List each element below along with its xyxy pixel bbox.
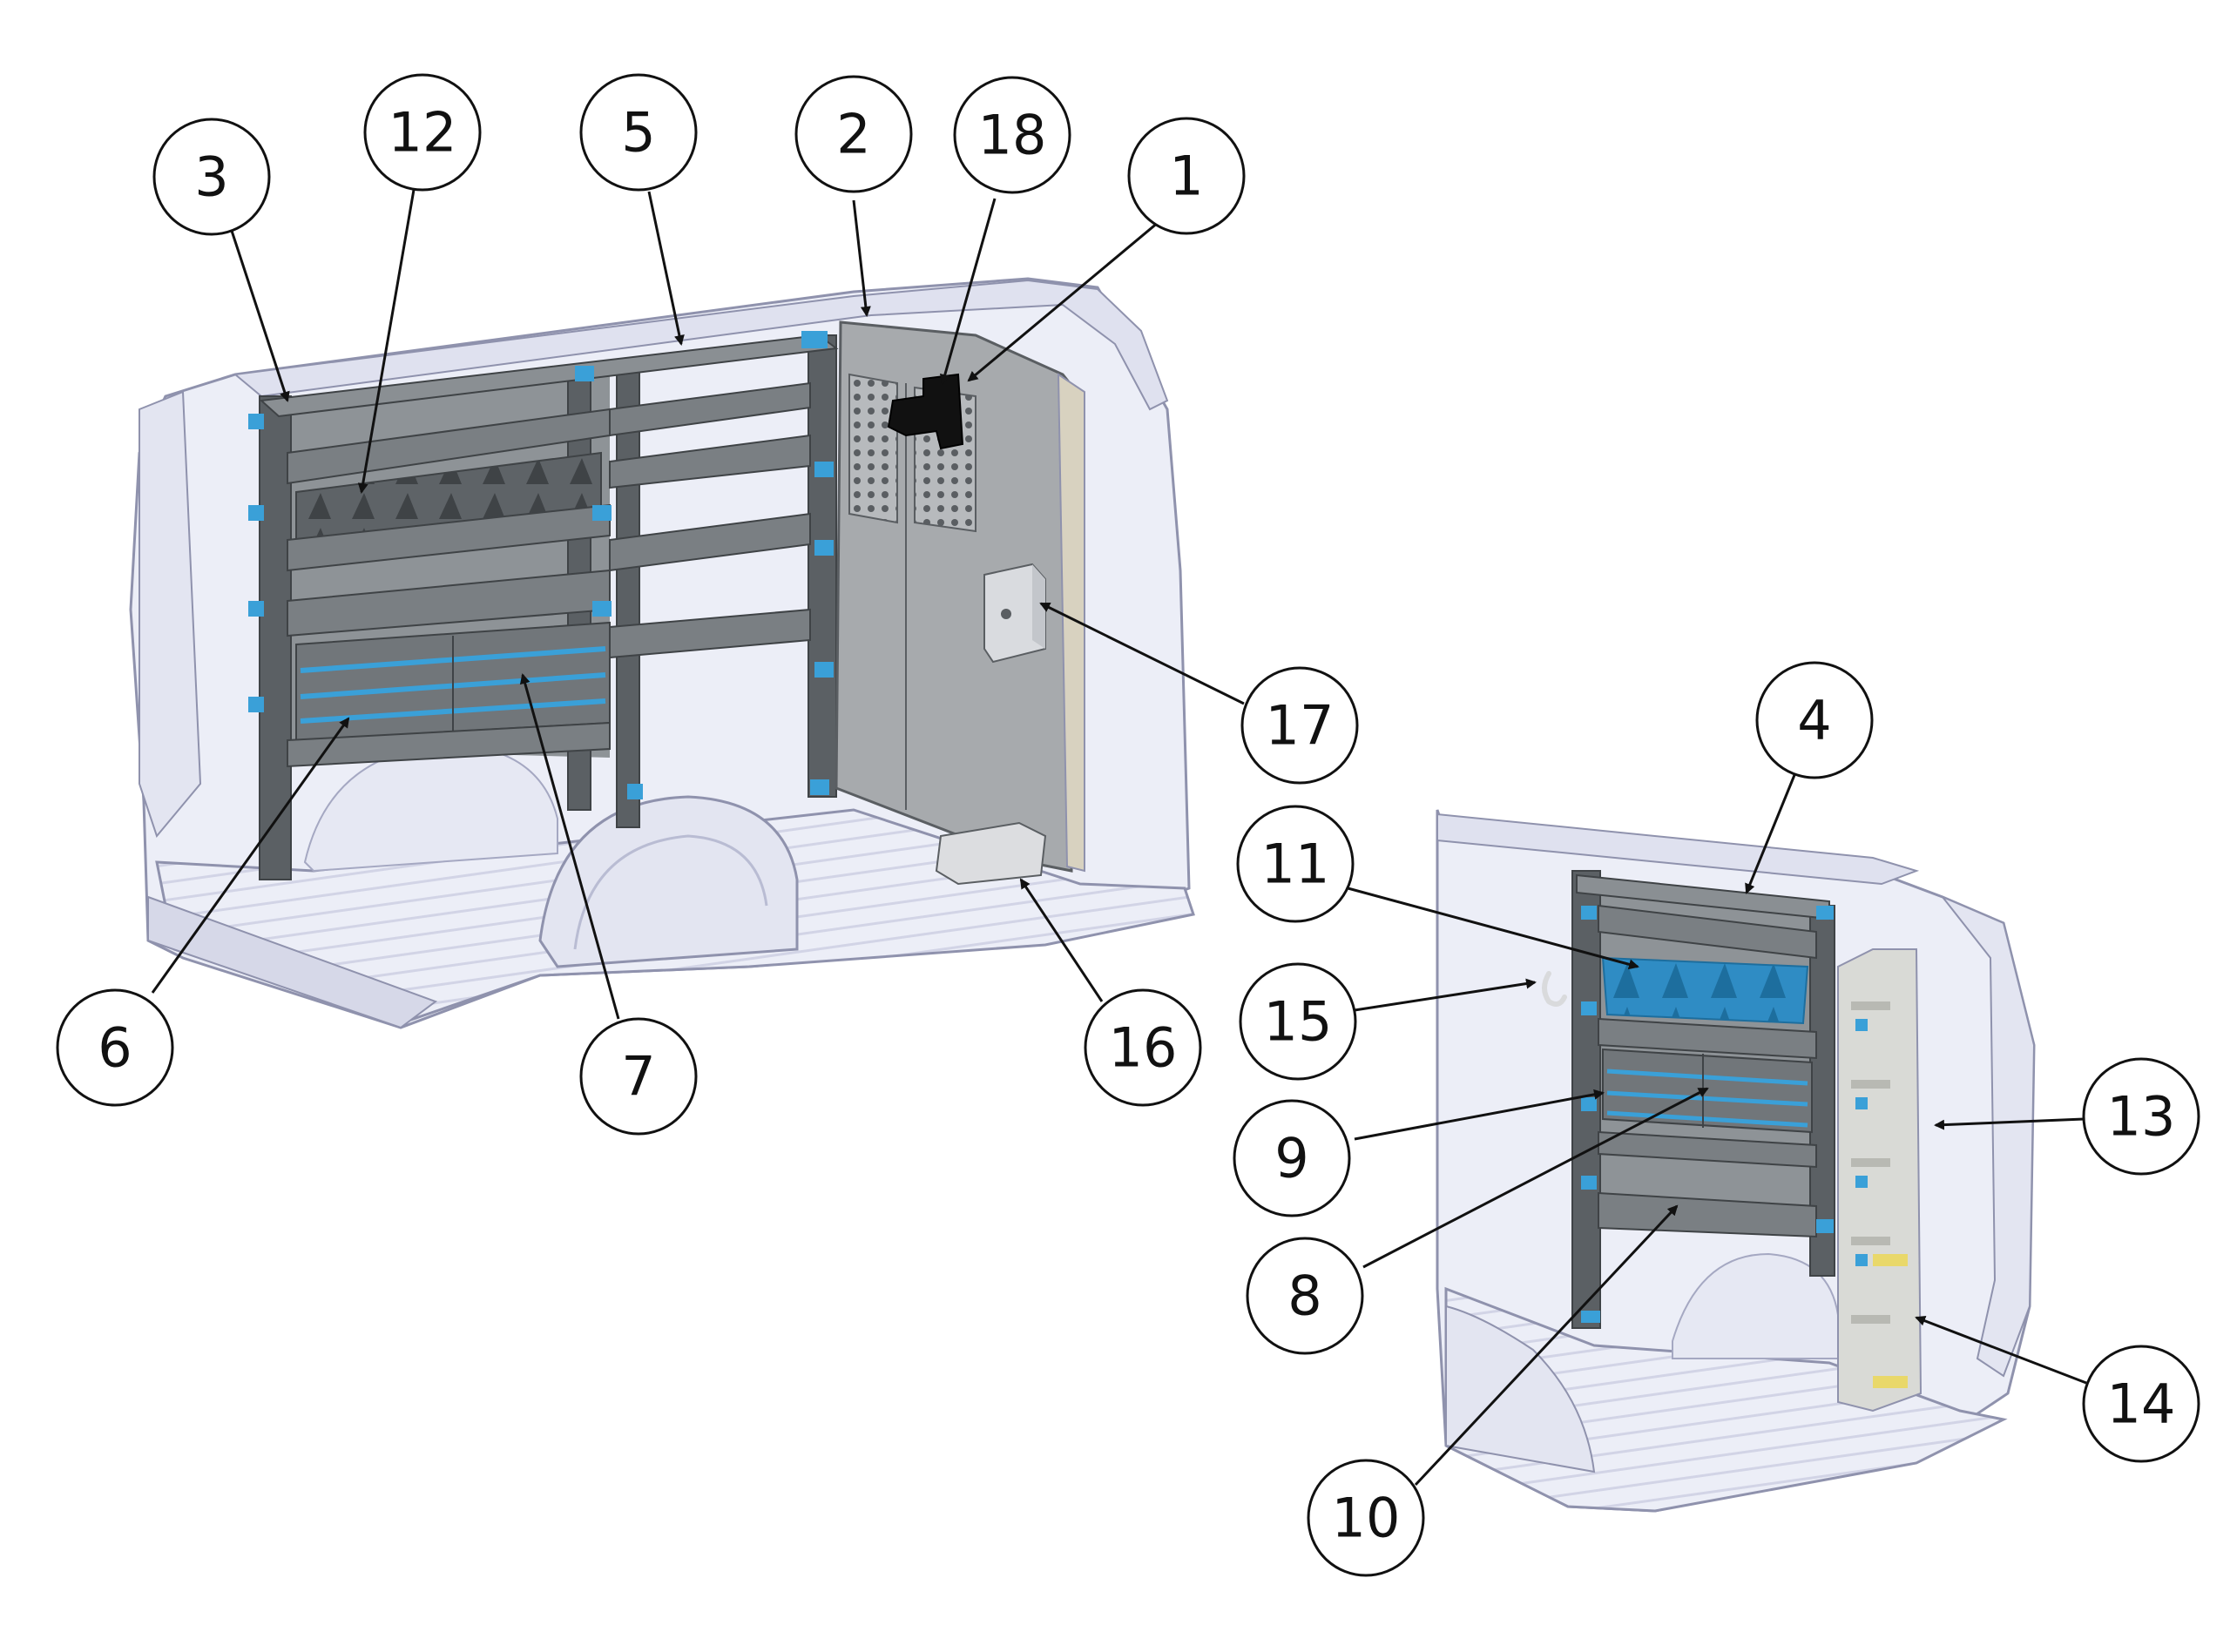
tether-hook [1542,971,1567,1008]
callout-17-label: 17 [1266,694,1335,758]
callout-3-label: 3 [194,145,228,209]
callout-8: 8 [1246,1237,1364,1355]
callout-5-label: 5 [621,101,655,165]
callout-14: 14 [2082,1345,2200,1463]
callout-10-label: 10 [1332,1487,1401,1550]
right-shelving-unit [1571,870,1835,1329]
callout-18: 18 [953,76,1071,194]
callout-1: 1 [1127,117,1246,235]
right-bottom-shelf [1598,1191,1817,1238]
left-shelving-unit [248,331,839,880]
partition-mesh-window-left [848,373,898,524]
callout-11-label: 11 [1261,833,1330,896]
van-right-rear-view [1436,809,2036,1513]
callout-6-label: 6 [98,1016,132,1080]
document-box [983,563,1046,664]
leader-13 [1934,1117,2085,1130]
callout-1-label: 1 [1169,145,1203,208]
leader-3 [229,227,290,402]
leader-11 [1341,885,1639,970]
bulkhead-partition [835,320,1085,873]
callout-4: 4 [1755,661,1874,779]
callout-17: 17 [1240,666,1359,785]
callout-12: 12 [363,73,482,192]
leader-4 [1745,774,1796,894]
callout-7: 7 [579,1017,698,1136]
vertical-ladder-rack [1837,948,1923,1413]
callout-bubbles: 1 2 3 4 5 6 7 8 [56,73,2200,1577]
leader-6 [151,717,350,994]
callout-18-label: 18 [978,104,1047,167]
callout-14-label: 14 [2107,1372,2176,1436]
leader-16 [1019,878,1104,1002]
leader-7 [519,673,620,1020]
left-rack-top-rail [259,334,839,418]
callout-5: 5 [579,73,698,192]
leader-5 [647,191,685,346]
callout-11: 11 [1236,805,1355,923]
callout-10: 10 [1307,1459,1425,1577]
callout-12-label: 12 [389,101,457,165]
callout-9: 9 [1233,1099,1351,1217]
callout-15: 15 [1239,962,1357,1081]
callout-16: 16 [1084,988,1202,1107]
callout-2-label: 2 [836,103,870,166]
leader-14 [1915,1315,2087,1385]
leader-9 [1354,1089,1605,1141]
callout-2: 2 [794,75,913,193]
leader-15 [1354,978,1537,1012]
callout-6: 6 [56,988,174,1107]
leader-2 [852,199,871,317]
callout-7-label: 7 [621,1045,655,1109]
leader-1 [967,207,1175,382]
callout-8-label: 8 [1287,1264,1321,1328]
left-rack-upright-1 [259,395,292,880]
callout-leader-lines [151,189,2087,1487]
callout-13: 13 [2082,1057,2200,1176]
callout-13-label: 13 [2107,1085,2176,1149]
leader-18 [939,198,997,385]
left-rack-upright-4 [808,334,837,798]
left-rack-upright-3 [616,365,640,828]
leader-10 [1414,1204,1679,1487]
ladder-hook [887,373,964,450]
callout-15-label: 15 [1264,990,1333,1054]
leader-12 [357,189,416,494]
leader-17 [1039,602,1245,705]
van-left-wheel-well [538,795,799,968]
van-left-side-view [129,277,1195,1029]
van-right-roof-rail [1436,813,1920,886]
leader-8 [1362,1087,1709,1269]
callout-9-label: 9 [1274,1127,1308,1190]
floor-tray [935,821,1047,886]
blue-bin-shelf [1601,956,1809,1025]
callout-16-label: 16 [1109,1016,1178,1080]
van-left-door-sill [147,895,438,1029]
callout-4-label: 4 [1797,689,1831,752]
callout-3: 3 [152,118,271,236]
